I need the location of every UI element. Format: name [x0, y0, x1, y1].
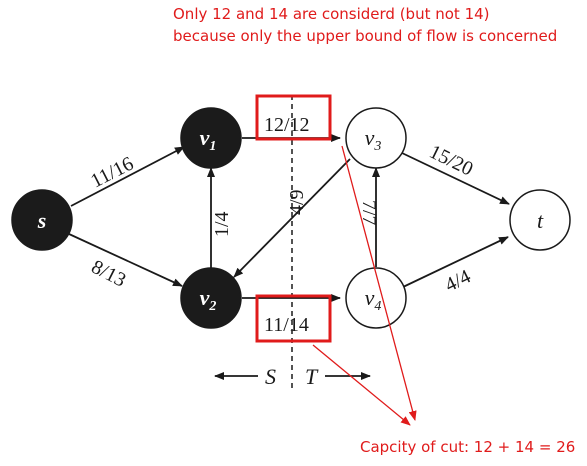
node-v1: v1	[180, 107, 242, 169]
node-s-label: s	[37, 208, 47, 233]
cut-s-label: S	[265, 364, 276, 389]
cut-t-label: T	[305, 364, 319, 389]
edge-s-v2	[68, 233, 183, 287]
edge-s-v1	[70, 146, 185, 207]
edge-v4-t	[402, 236, 509, 288]
node-v1-label: v1	[200, 125, 217, 154]
cut-edge-highlight-v2-v4	[255, 294, 332, 343]
edge-label-v2-v1: 1/4	[211, 211, 233, 237]
edge-label-v4-v3: 7/7	[358, 200, 380, 226]
cut-edge-highlight-v1-v3	[255, 94, 332, 141]
node-v4: v4	[345, 267, 407, 329]
cut-capacity-note: Capcity of cut: 12 + 14 = 26	[360, 438, 576, 456]
edge-v3-v2	[233, 158, 351, 278]
node-s: s	[11, 189, 73, 251]
pointer-arrow-lower	[312, 344, 411, 426]
edge-label-s-v1: 11/16	[87, 153, 137, 193]
pointer-arrow-upper	[341, 145, 417, 421]
note-line-2: because only the upper bound of flow is …	[173, 27, 558, 45]
edge-label-s-v2: 8/13	[88, 256, 130, 292]
edge-label-v3-t: 15/20	[426, 141, 477, 181]
node-t: t	[509, 189, 571, 251]
edge-label-v4-t: 4/4	[442, 266, 475, 297]
node-v2: v2	[180, 267, 242, 329]
cut-explanation-note: Only 12 and 14 are considerd (but not 14…	[173, 3, 557, 47]
node-v3: v3	[345, 107, 407, 169]
edge-v3-t	[401, 152, 510, 205]
node-v4-label: v4	[365, 285, 382, 314]
node-v2-label: v2	[200, 285, 217, 314]
note-line-1: Only 12 and 14 are considerd (but not 14…	[173, 5, 490, 23]
edge-label-v3-v2: 4/9	[286, 189, 308, 215]
node-v3-label: v3	[365, 125, 382, 154]
node-t-label: t	[537, 208, 544, 233]
edge-label-v1-v3: 12/12	[264, 114, 310, 136]
edge-label-v2-v4: 11/14	[264, 314, 309, 336]
